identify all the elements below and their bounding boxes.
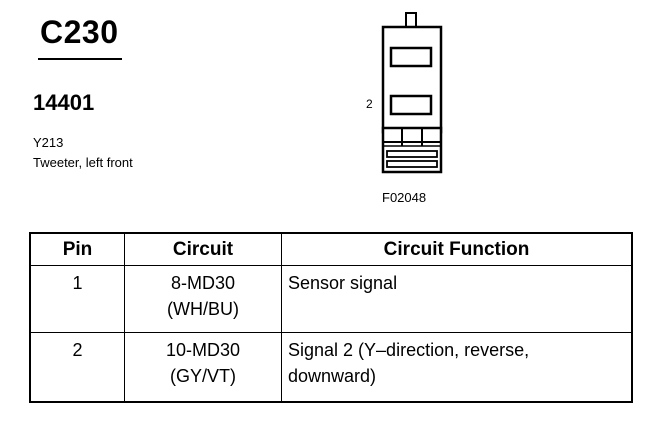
- pin-number-label: 2: [366, 97, 373, 111]
- connector-body: [381, 25, 443, 134]
- terminal-cavity-2: [389, 94, 433, 116]
- function-cell: Signal 2 (Y–direction, reverse, downward…: [281, 332, 633, 403]
- col-header-circuit: Circuit: [124, 232, 282, 266]
- figure-id: F02048: [382, 190, 427, 205]
- component-description: Tweeter, left front: [33, 155, 133, 170]
- connector-id-underline: [38, 58, 122, 60]
- part-number: 14401: [33, 90, 95, 115]
- col-header-function: Circuit Function: [281, 232, 633, 266]
- circuit-cell: 8-MD30 (WH/BU): [124, 265, 282, 333]
- table-row: 2 10-MD30 (GY/VT) Signal 2 (Y–direction,…: [29, 332, 633, 403]
- component-id: Y213: [33, 135, 64, 150]
- connector-id: C230: [40, 14, 119, 50]
- circuit-color: (WH/BU): [167, 299, 239, 319]
- circuit-color: (GY/VT): [170, 366, 236, 386]
- table-header-row: Pin Circuit Circuit Function: [29, 232, 633, 266]
- circuit-code: 8-MD30: [170, 273, 236, 293]
- pin-cell: 2: [29, 332, 125, 403]
- function-text: downward): [288, 366, 377, 386]
- terminal-cavity-1: [389, 46, 433, 68]
- connector-illustration: [381, 12, 443, 174]
- function-cell: Sensor signal: [281, 265, 633, 333]
- circuit-cell: 10-MD30 (GY/VT): [124, 332, 282, 403]
- function-text: Signal 2 (Y–direction, reverse,: [288, 340, 530, 360]
- circuit-code: 10-MD30: [165, 340, 241, 360]
- connector-latch: [405, 12, 417, 28]
- col-header-pin: Pin: [29, 232, 125, 266]
- table-row: 1 8-MD30 (WH/BU) Sensor signal: [29, 265, 633, 333]
- pinout-table: Pin Circuit Circuit Function 1 8-MD30 (W…: [29, 232, 633, 403]
- pin-cell: 1: [29, 265, 125, 333]
- function-text: Sensor signal: [288, 273, 398, 293]
